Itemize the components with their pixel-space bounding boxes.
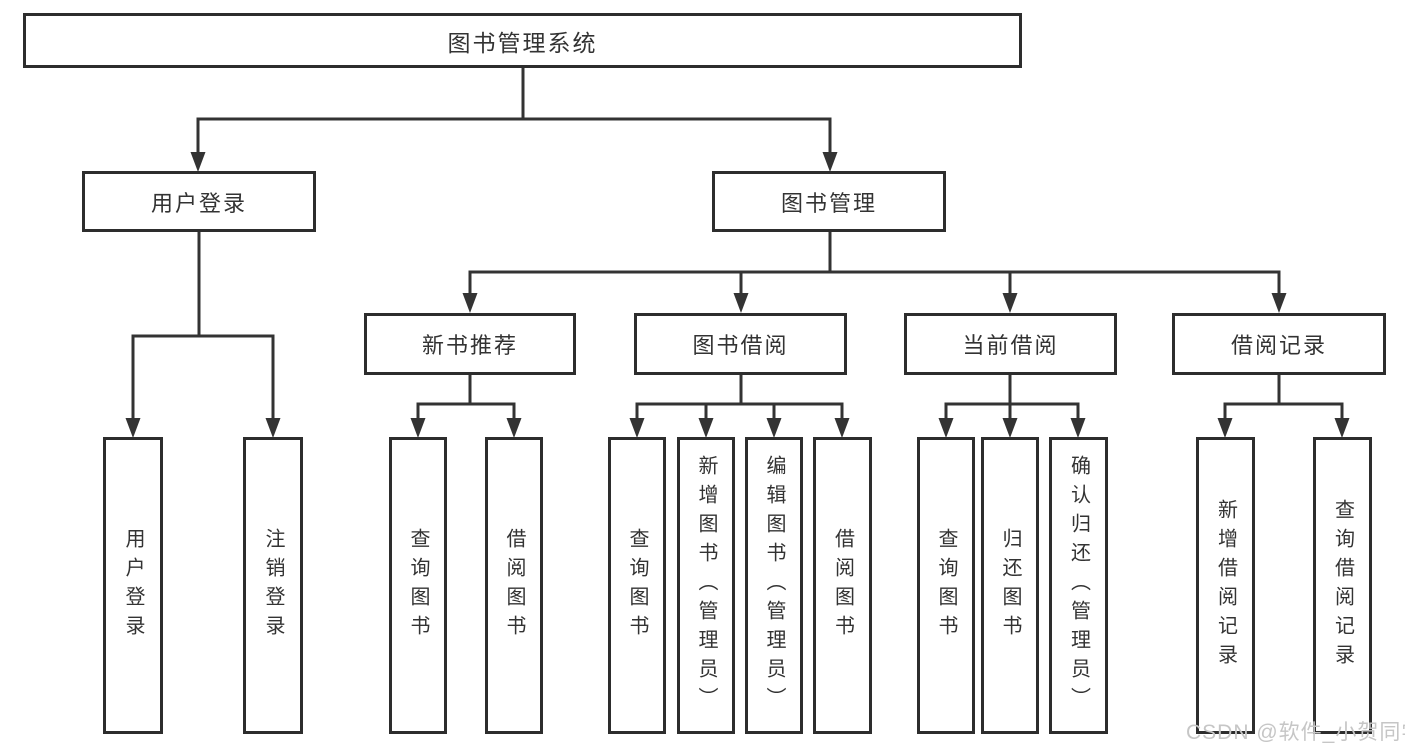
leaf-borrow-query-books: 查询图书 (608, 437, 666, 734)
node-user-login-branch: 用户登录 (82, 171, 316, 232)
node-root-library-system: 图书管理系统 (23, 13, 1022, 68)
watermark: CSDN @软件_小贺同学 (1186, 721, 1405, 744)
leaf-current-confirm-return-admin: 确认归还（管理员） (1049, 437, 1108, 734)
leaf-records-query-borrow-record: 查询借阅记录 (1313, 437, 1372, 734)
leaf-user-login: 用户登录 (103, 437, 163, 734)
arrowheads (125, 152, 1350, 438)
leaf-borrow-borrow-books: 借阅图书 (813, 437, 872, 734)
leaf-current-return-books: 归还图书 (981, 437, 1039, 734)
leaf-records-add-borrow-record: 新增借阅记录 (1196, 437, 1255, 734)
node-borrow-records: 借阅记录 (1172, 313, 1386, 375)
node-book-borrow: 图书借阅 (634, 313, 847, 375)
leaf-logout: 注销登录 (243, 437, 303, 734)
leaf-borrow-edit-books-admin: 编辑图书（管理员） (745, 437, 803, 734)
leaf-current-query-books: 查询图书 (917, 437, 975, 734)
node-book-management-branch: 图书管理 (712, 171, 946, 232)
node-new-book-recommend: 新书推荐 (364, 313, 576, 375)
leaf-recommend-query-books: 查询图书 (389, 437, 447, 734)
node-current-borrow: 当前借阅 (904, 313, 1117, 375)
leaf-borrow-add-books-admin: 新增图书（管理员） (677, 437, 735, 734)
leaf-recommend-borrow-books: 借阅图书 (485, 437, 543, 734)
